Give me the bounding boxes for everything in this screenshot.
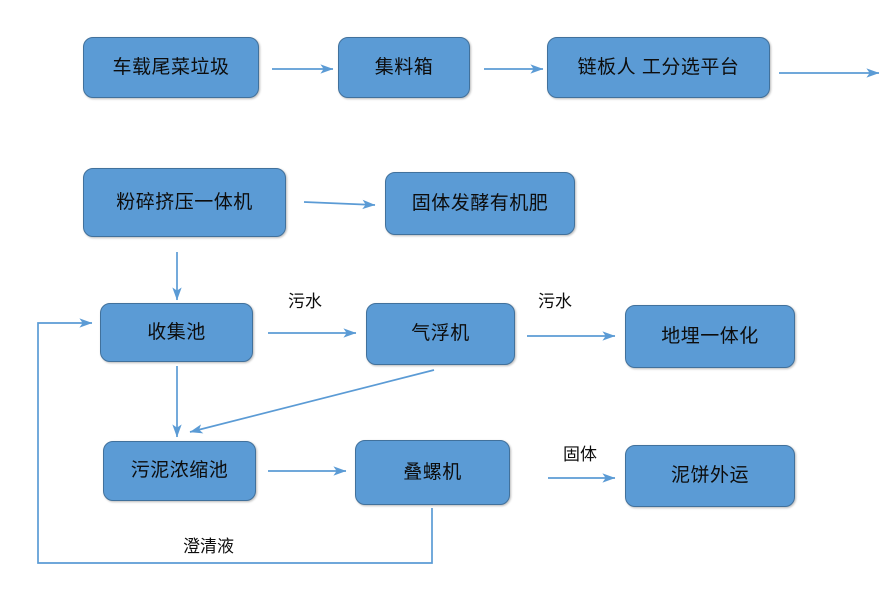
- node-air_flotation[interactable]: 气浮机: [366, 303, 515, 365]
- edge-label-solid: 固体: [563, 445, 597, 464]
- edge-label-sewage_2: 污水: [538, 292, 572, 311]
- node-label-cake_transport: 泥饼外运: [670, 465, 749, 486]
- node-label-solid_fertilizer: 固体发酵有机肥: [411, 192, 549, 214]
- node-collect_bin[interactable]: 集料箱: [338, 37, 470, 98]
- node-vehicle_waste[interactable]: 车载尾菜垃圾: [83, 37, 259, 98]
- arrow-screw-return-to-pool: [37, 318, 433, 564]
- node-collection_pool[interactable]: 收集池: [100, 303, 253, 362]
- node-label-vehicle_waste: 车载尾菜垃圾: [112, 56, 230, 78]
- node-cake_transport[interactable]: 泥饼外运: [625, 445, 795, 507]
- node-solid_fertilizer[interactable]: 固体发酵有机肥: [385, 172, 575, 235]
- node-label-screw_press: 叠螺机: [403, 461, 462, 483]
- edge-label-sewage_1: 污水: [288, 292, 322, 311]
- node-sludge_thickener[interactable]: 污泥浓缩池: [103, 441, 256, 501]
- node-label-sorting_platform: 链板人 工分选平台: [577, 56, 740, 78]
- node-label-collection_pool: 收集池: [147, 321, 206, 343]
- node-label-sludge_thickener: 污泥浓缩池: [130, 460, 229, 481]
- node-label-air_flotation: 气浮机: [411, 323, 470, 344]
- node-label-crusher_press: 粉碎挤压一体机: [116, 191, 253, 213]
- node-buried_unit[interactable]: 地埋一体化: [625, 305, 795, 368]
- edge-label-clarified: 澄清液: [183, 537, 234, 556]
- node-sorting_platform[interactable]: 链板人 工分选平台: [547, 37, 770, 98]
- arrow-crusher-to-fertilizer: [303, 199, 376, 210]
- arrow-flotation-to-thickener: [189, 369, 435, 434]
- node-label-collect_bin: 集料箱: [374, 56, 434, 78]
- node-screw_press[interactable]: 叠螺机: [355, 440, 510, 505]
- node-crusher_press[interactable]: 粉碎挤压一体机: [83, 168, 286, 237]
- node-label-buried_unit: 地埋一体化: [661, 325, 759, 347]
